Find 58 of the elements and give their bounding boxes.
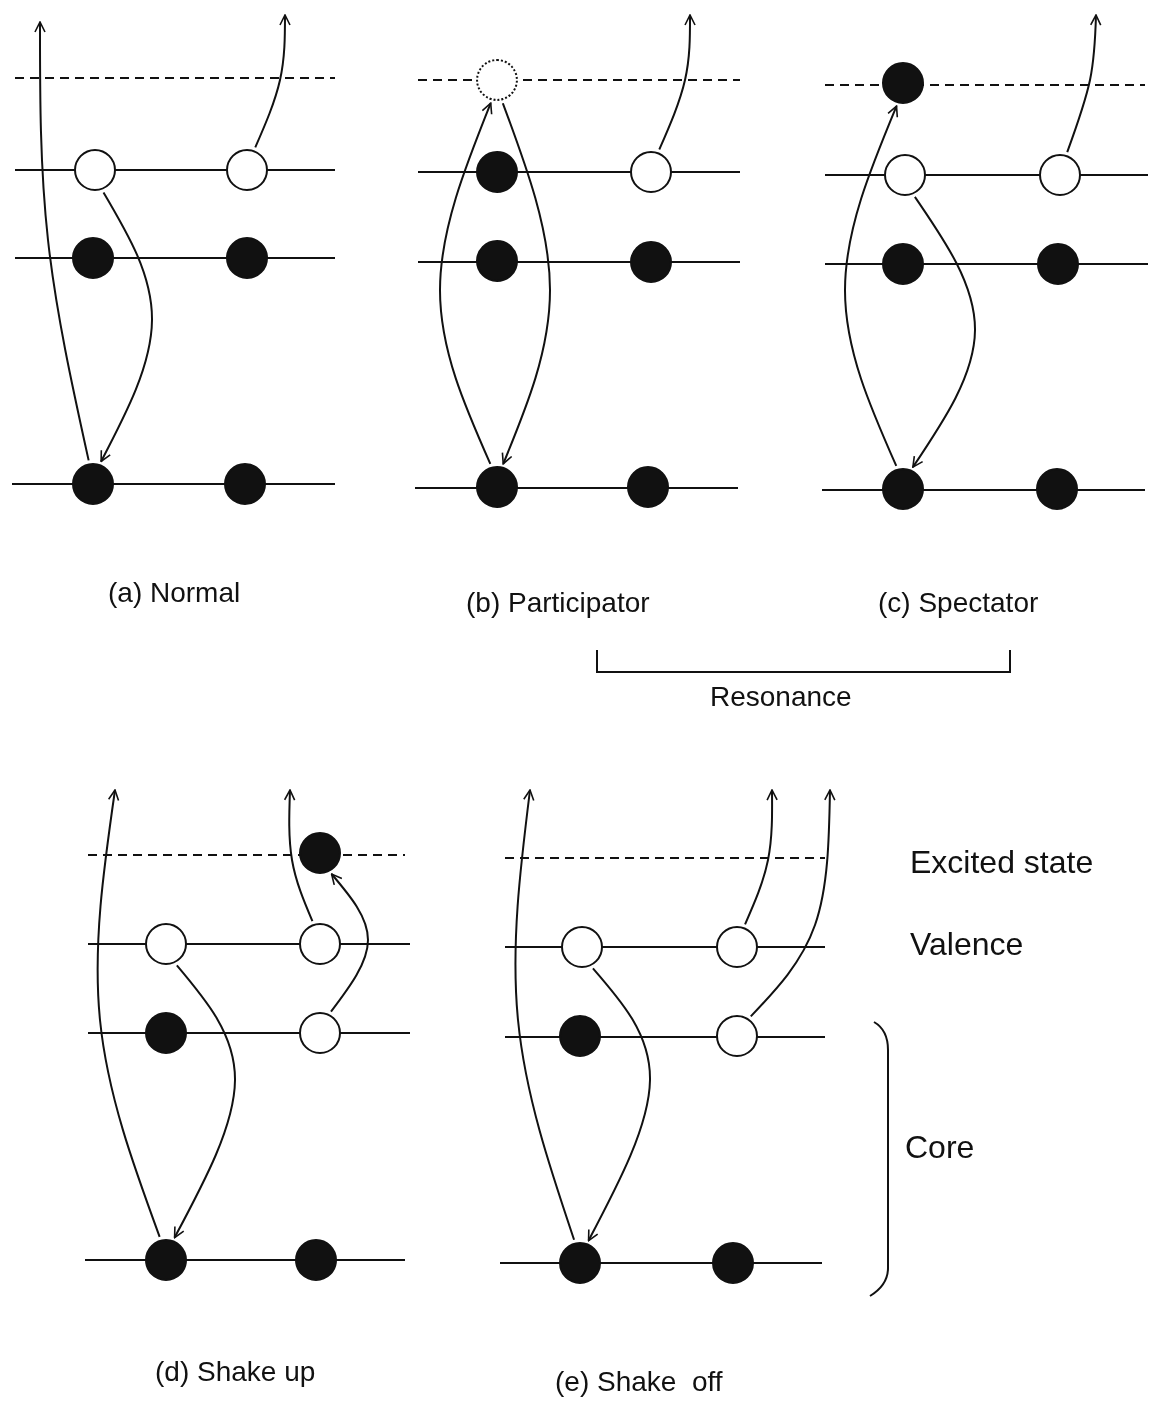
- panel-caption: (c) Spectator: [878, 588, 1039, 619]
- arrow: [283, 789, 314, 923]
- arrow: [34, 21, 90, 462]
- arrow: [844, 105, 899, 467]
- electron-hole: [74, 149, 116, 191]
- panel-caption: (a) Normal: [108, 578, 241, 609]
- filled-electron: [882, 62, 924, 104]
- electron-hole: [884, 154, 926, 196]
- filled-electron: [882, 243, 924, 285]
- filled-electron: [72, 237, 114, 279]
- arrow: [439, 102, 493, 465]
- arrow: [911, 195, 976, 469]
- arrow: [744, 789, 778, 926]
- filled-electron: [299, 832, 341, 874]
- electron-hole: [299, 1012, 341, 1054]
- filled-electron: [476, 151, 518, 193]
- filled-electron: [72, 463, 114, 505]
- arrow: [100, 191, 153, 463]
- filled-electron: [295, 1239, 337, 1281]
- arrow: [501, 102, 551, 465]
- electron-hole: [716, 926, 758, 968]
- filled-electron: [476, 240, 518, 282]
- group-label: Resonance: [710, 682, 852, 713]
- filled-electron: [712, 1242, 754, 1284]
- filled-electron: [224, 463, 266, 505]
- electron-hole: [630, 151, 672, 193]
- electron-hole: [1039, 154, 1081, 196]
- level-label: Valence: [910, 927, 1024, 963]
- filled-electron: [627, 466, 669, 508]
- filled-electron: [1036, 468, 1078, 510]
- arrow: [587, 967, 651, 1242]
- panel-caption: (d) Shake up: [155, 1357, 316, 1388]
- arrow: [330, 873, 369, 1013]
- arrow: [514, 789, 576, 1241]
- panel-caption: (b) Participator: [466, 588, 650, 619]
- electron-hole: [561, 926, 603, 968]
- electron-hole: [226, 149, 268, 191]
- filled-electron: [882, 468, 924, 510]
- arrow: [254, 14, 291, 149]
- panel-caption: (e) Shake off: [555, 1367, 723, 1398]
- filled-electron: [145, 1239, 187, 1281]
- arrow: [96, 789, 161, 1238]
- filled-electron: [226, 237, 268, 279]
- level-label: Core: [905, 1130, 975, 1166]
- electron-hole: [299, 923, 341, 965]
- arrow: [1066, 14, 1102, 154]
- arrow: [749, 789, 836, 1018]
- filled-electron: [630, 241, 672, 283]
- electron-hole: [145, 923, 187, 965]
- filled-electron: [1037, 243, 1079, 285]
- filled-electron: [476, 466, 518, 508]
- filled-electron: [145, 1012, 187, 1054]
- level-label: Excited state: [910, 845, 1094, 881]
- filled-electron: [559, 1242, 601, 1284]
- arrow: [173, 964, 236, 1239]
- filled-electron: [559, 1015, 601, 1057]
- arrow: [658, 14, 696, 151]
- electron-hole: [716, 1015, 758, 1057]
